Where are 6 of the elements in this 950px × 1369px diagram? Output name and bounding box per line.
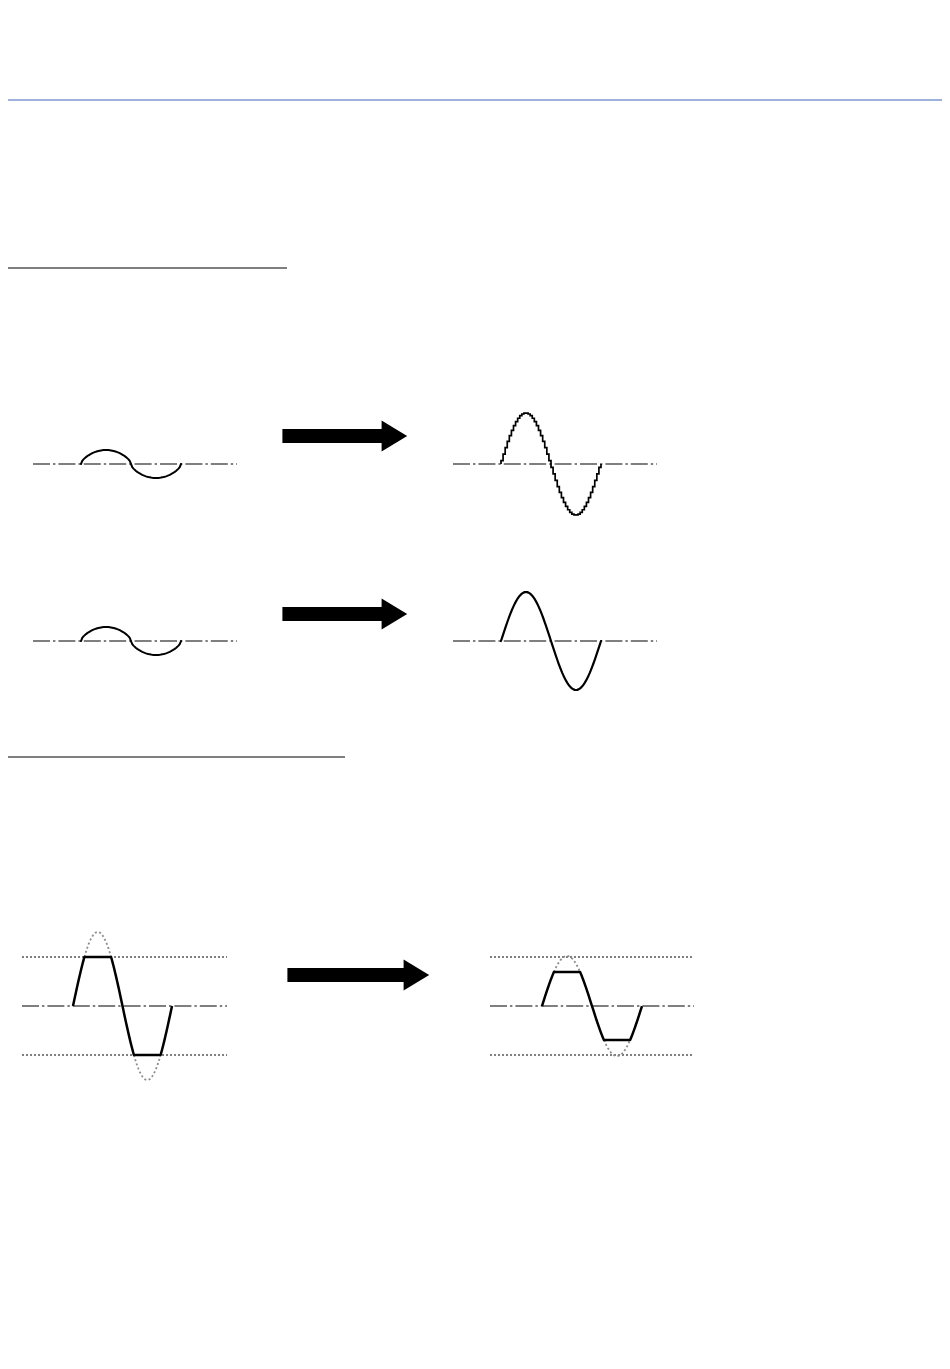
waveform-drawing [21, 931, 228, 1081]
waveform-drawing [32, 626, 238, 656]
waveform-drawing [32, 449, 238, 479]
waveform-drawing [489, 955, 695, 1057]
waveform-drawing [452, 590, 658, 692]
waveform-drawing [452, 412, 658, 516]
